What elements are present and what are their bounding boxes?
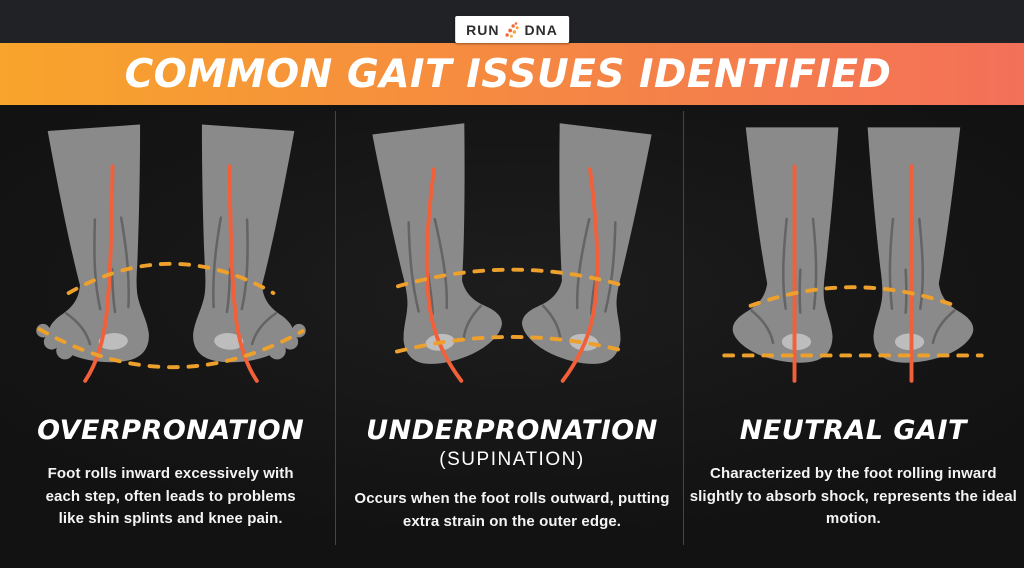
rundna-runner-icon (505, 21, 519, 38)
neutral-gait-feet-illustration (722, 126, 984, 383)
panel-description: Occurs when the foot rolls outward, putt… (354, 490, 670, 530)
underpronation-feet-illustration (371, 120, 653, 383)
panel-overpronation: OVERPRONATION Foot rolls inward excessiv… (0, 105, 341, 568)
ground-dashed-line (394, 335, 629, 354)
panel-underpronation: UNDERPRONATION (SUPINATION) Occurs when … (341, 105, 682, 568)
tilt-dashed-lines (37, 261, 305, 370)
ankle-dashed-line (66, 261, 275, 296)
overpronation-feet-illustration (15, 111, 327, 383)
logo-dna-text: DNA (524, 21, 558, 38)
panel-subtitle: (SUPINATION) (439, 449, 585, 470)
ankle-dashed-line (395, 267, 629, 289)
logo-run-text: RUN (466, 21, 500, 38)
panel-title: NEUTRAL GAIT (739, 415, 967, 446)
panels-container: OVERPRONATION Foot rolls inward excessiv… (0, 105, 1024, 568)
title-banner: COMMON GAIT ISSUES IDENTIFIED (0, 43, 1024, 105)
left-leg (371, 120, 508, 370)
rundna-logo: RUN DNA (455, 16, 569, 43)
panel-title: OVERPRONATION (37, 415, 305, 446)
alignment-line-left (424, 167, 464, 383)
right-leg (866, 126, 975, 364)
panel-neutral-gait: NEUTRAL GAIT Characterized by the foot r… (683, 105, 1024, 568)
page-title: COMMON GAIT ISSUES IDENTIFIED (124, 51, 892, 97)
ground-dashed-line (37, 327, 305, 370)
panel-divider (683, 111, 684, 545)
right-leg (516, 120, 653, 370)
tilt-dashed-lines (722, 285, 984, 358)
alignment-line-right (560, 167, 600, 383)
alignment-lines (82, 164, 259, 383)
alignment-lines (424, 167, 600, 383)
ankle-dashed-line (748, 285, 958, 308)
panel-description: Characterized by the foot rolling inward… (689, 465, 1017, 527)
alignment-line-right (227, 164, 259, 383)
panel-description: Foot rolls inward excessively with each … (45, 465, 296, 527)
panel-title: UNDERPRONATION (366, 415, 658, 446)
left-leg (731, 126, 840, 364)
alignment-line-left (82, 164, 115, 383)
tilt-dashed-lines (394, 267, 629, 354)
alignment-lines (792, 164, 914, 383)
panel-divider (335, 111, 336, 545)
